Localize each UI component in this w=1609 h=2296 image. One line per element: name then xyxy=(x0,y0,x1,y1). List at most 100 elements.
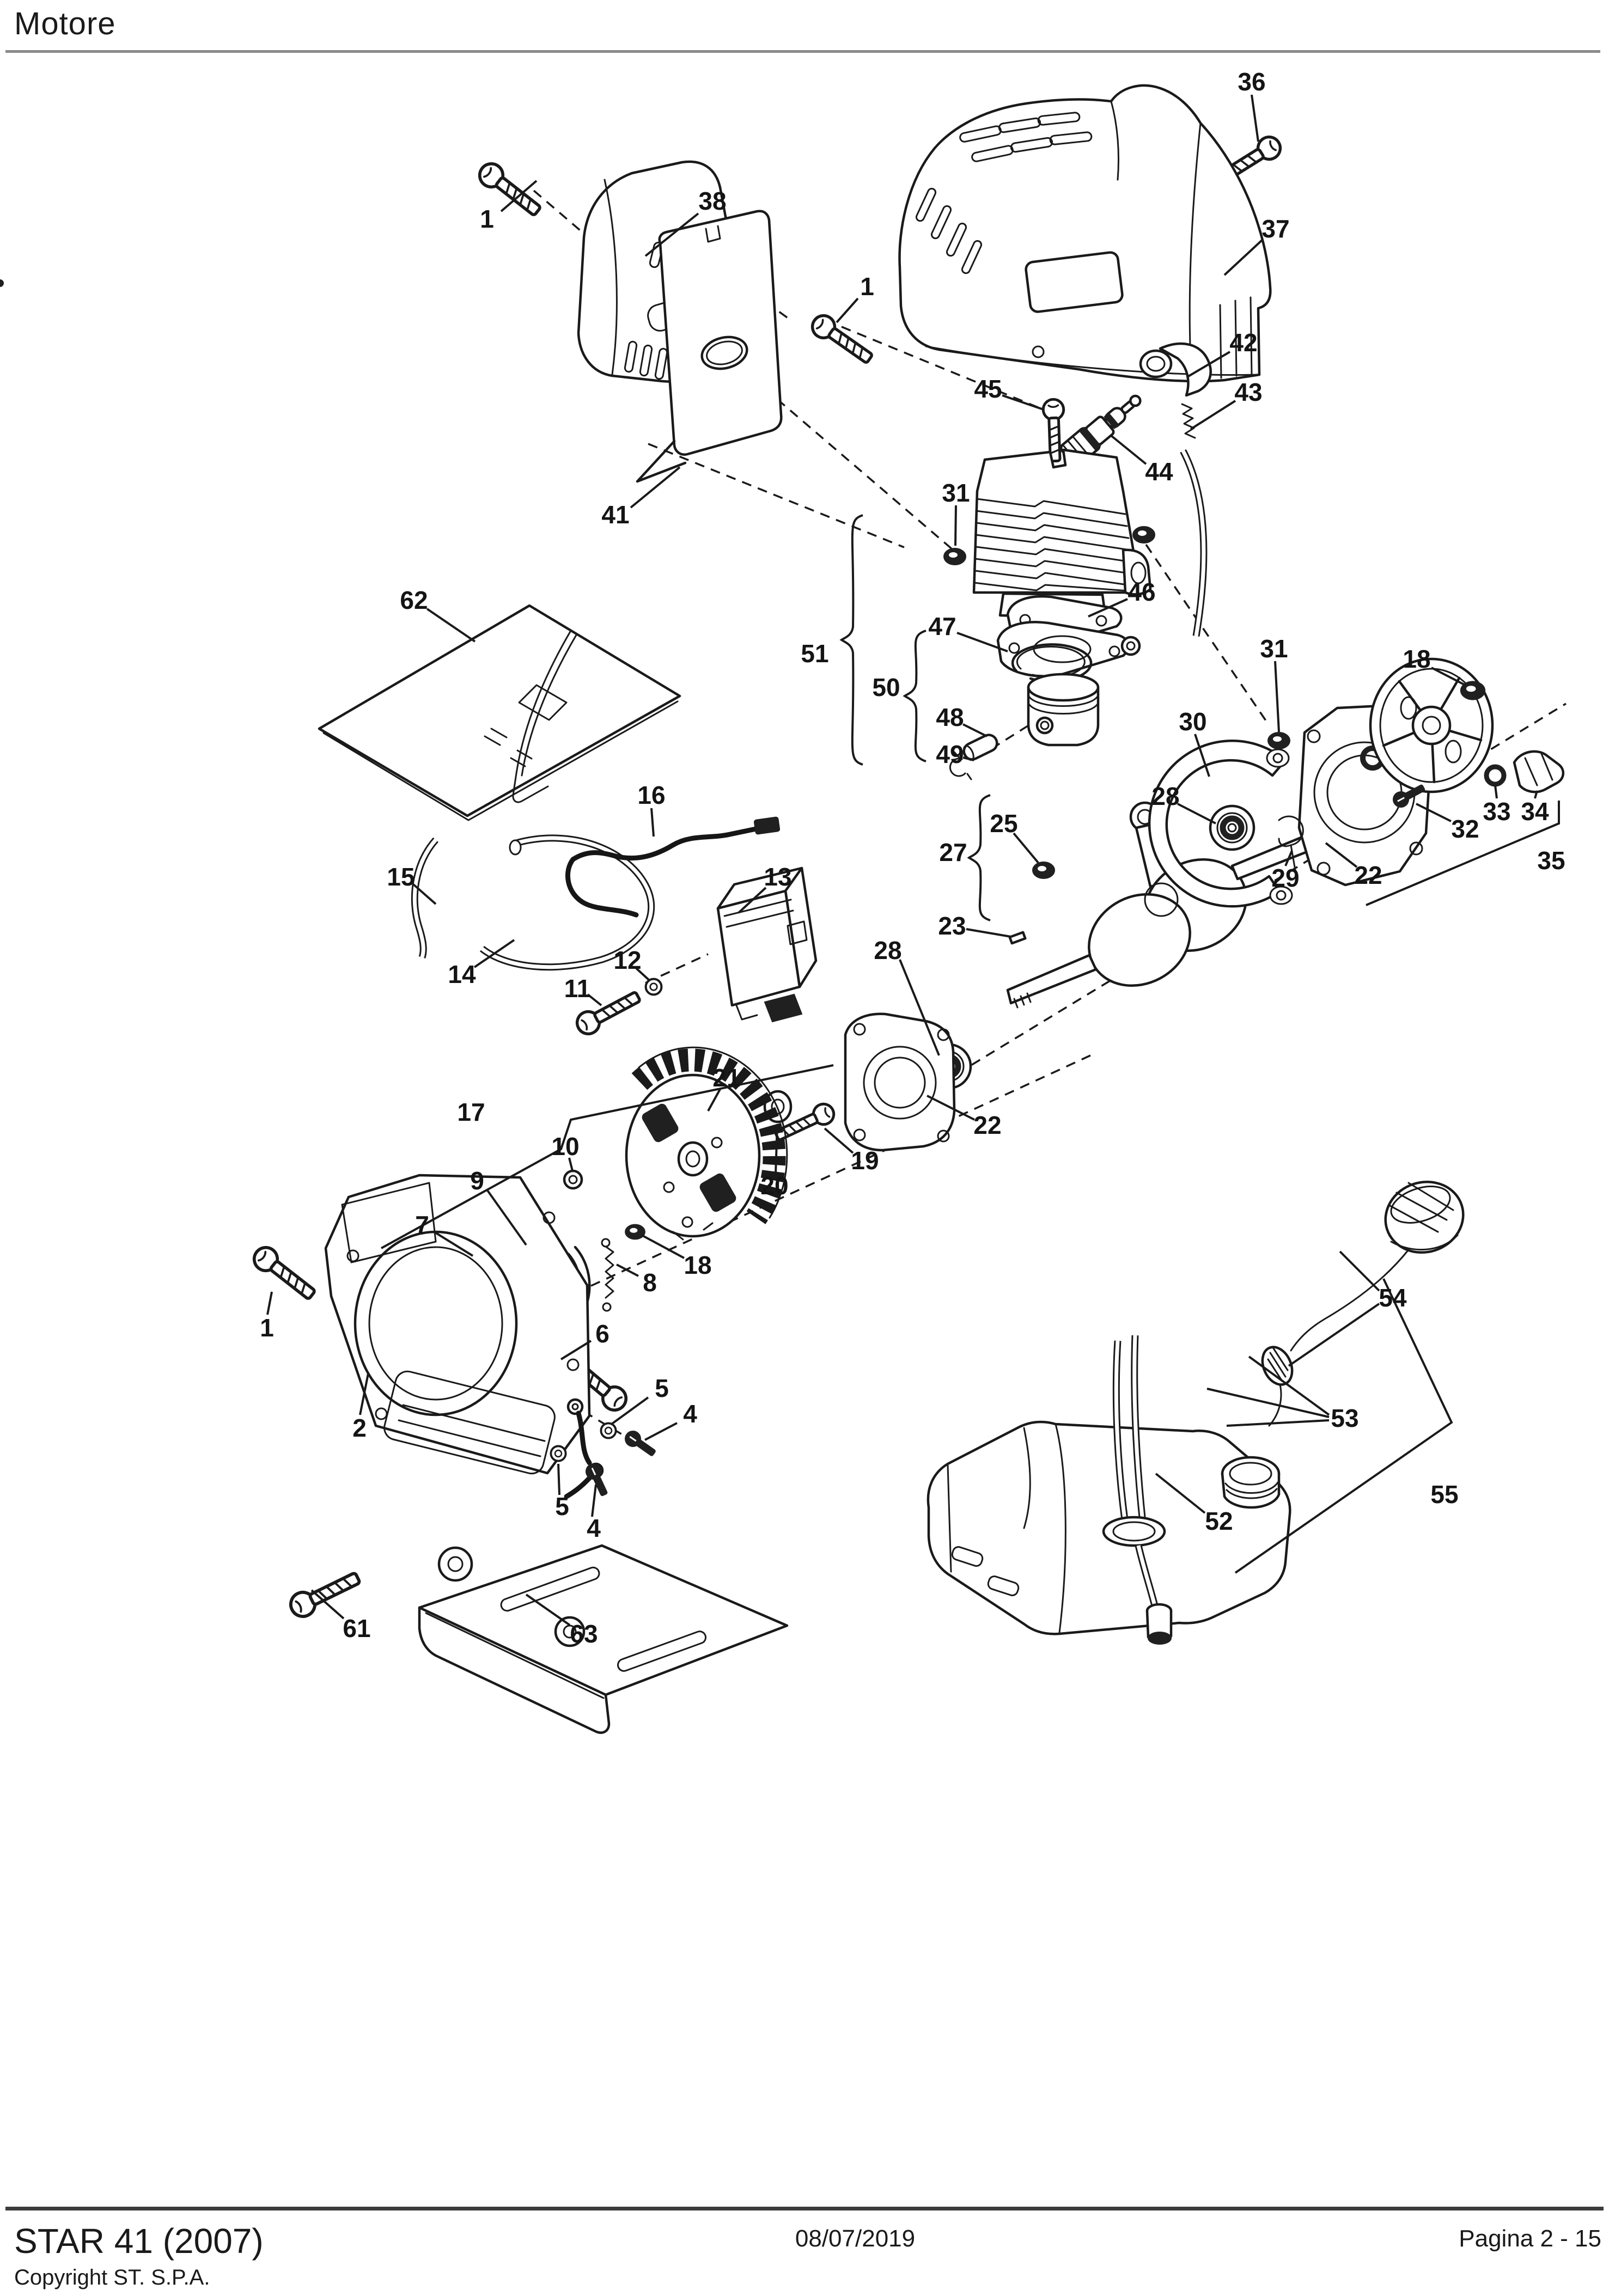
leader-line-28 xyxy=(899,959,940,1056)
leader-line-23 xyxy=(966,928,1011,938)
part-1-screw-bottom xyxy=(249,1243,319,1304)
part-label-5: 5 xyxy=(555,1492,569,1521)
callout-annotations: 1384113637424345443146475150484930282527… xyxy=(260,68,1565,1648)
part-label-35: 35 xyxy=(1537,846,1565,875)
footer-date: 08/07/2019 xyxy=(795,2225,916,2252)
part-cylinder-51 xyxy=(972,448,1152,620)
part-41-heat-shield xyxy=(636,210,783,483)
part-61-screw xyxy=(287,1567,363,1620)
callout-brace-51 xyxy=(839,514,863,766)
leader-line-25 xyxy=(1013,832,1039,864)
leader-line-53 xyxy=(1206,1388,1330,1418)
part-label-13: 13 xyxy=(764,863,791,891)
leader-line-11 xyxy=(587,993,602,1006)
part-5-washer-a xyxy=(600,1422,617,1439)
leader-line-36 xyxy=(1251,94,1259,142)
leader-line-31 xyxy=(954,505,957,546)
leader-line-33 xyxy=(1494,785,1498,799)
leader-line-6 xyxy=(560,1340,592,1360)
leader-line-13 xyxy=(738,887,767,914)
leader-line-2 xyxy=(359,1373,369,1415)
part-label-6: 6 xyxy=(595,1320,610,1348)
part-label-4: 4 xyxy=(587,1514,601,1542)
part-28-bearing-right xyxy=(1210,806,1254,850)
leader-line-28 xyxy=(1177,803,1216,825)
part-37-engine-cover xyxy=(898,84,1272,383)
part-label-47: 47 xyxy=(928,612,956,640)
part-label-16: 16 xyxy=(637,781,665,809)
part-label-32: 32 xyxy=(1451,815,1479,843)
part-label-55: 55 xyxy=(1430,1480,1458,1509)
leader-line-54 xyxy=(1339,1250,1380,1292)
part-label-18: 18 xyxy=(1403,645,1430,673)
leader-line-4 xyxy=(591,1484,597,1517)
part-label-12: 12 xyxy=(613,946,641,974)
part-label-38: 38 xyxy=(698,187,726,215)
part-label-28: 28 xyxy=(1151,782,1179,810)
part-label-54: 54 xyxy=(1379,1284,1407,1312)
part-21-flywheel xyxy=(625,1046,788,1241)
part-label-46: 46 xyxy=(1127,578,1155,606)
leader-line-20 xyxy=(775,1123,778,1175)
leader-line-4 xyxy=(644,1422,678,1441)
part-label-22: 22 xyxy=(1354,861,1382,889)
leader-line-32 xyxy=(1416,803,1452,822)
leader-line-5 xyxy=(611,1396,649,1425)
part-27-crankshaft xyxy=(1006,801,1332,1009)
part-8-spring xyxy=(601,1238,614,1312)
part-18-nut-left xyxy=(625,1224,645,1240)
part-1-screw-cover xyxy=(808,312,876,368)
leader-line-62 xyxy=(426,608,476,643)
part-label-2: 2 xyxy=(352,1414,367,1442)
leader-line-44 xyxy=(1110,435,1147,465)
part-label-51: 51 xyxy=(801,639,828,668)
part-18-clutch-drum xyxy=(1369,657,1494,793)
leader-line-47 xyxy=(956,632,1008,652)
part-label-23: 23 xyxy=(938,912,966,940)
part-46-gasket xyxy=(996,595,1141,677)
leader-line-41 xyxy=(630,466,681,509)
leader-line-22 xyxy=(927,1095,975,1121)
footer-model: STAR 41 (2007) xyxy=(14,2221,264,2261)
part-31-nut-right xyxy=(1267,732,1290,749)
part-label-18: 18 xyxy=(684,1251,711,1279)
leader-line-19 xyxy=(824,1127,854,1154)
part-label-21: 21 xyxy=(712,1064,740,1092)
leader-line-7 xyxy=(433,1231,474,1257)
part-13-ignition-coil xyxy=(716,866,818,1023)
leader-line-9 xyxy=(486,1189,527,1246)
callout-bracket-17 xyxy=(381,1064,834,1249)
leader-line-1 xyxy=(500,180,538,212)
part-label-15: 15 xyxy=(387,863,415,891)
part-25-nut xyxy=(1032,862,1055,879)
callout-bracket-55 xyxy=(1234,1278,1453,1574)
part-label-45: 45 xyxy=(974,375,1002,403)
part-label-1: 1 xyxy=(860,272,874,301)
part-label-27: 27 xyxy=(939,838,967,866)
part-34-bracket xyxy=(1513,750,1564,793)
leader-line-43 xyxy=(1190,400,1236,430)
part-label-7: 7 xyxy=(415,1211,429,1239)
part-label-48: 48 xyxy=(936,703,964,731)
part-label-61: 61 xyxy=(343,1614,370,1642)
leader-line-53 xyxy=(1226,1419,1330,1427)
callout-bracket-35 xyxy=(1366,801,1560,906)
footer-rule xyxy=(5,2207,1604,2210)
part-label-42: 42 xyxy=(1229,328,1257,357)
part-15-hose xyxy=(411,837,438,958)
part-label-34: 34 xyxy=(1521,797,1549,826)
part-29-clip xyxy=(1278,815,1304,871)
part-42-elbow-fitting xyxy=(1139,342,1212,397)
part-label-19: 19 xyxy=(851,1146,879,1175)
leader-line-15 xyxy=(412,883,437,905)
header-rule xyxy=(5,50,1600,53)
part-label-17: 17 xyxy=(457,1098,485,1126)
part-label-1: 1 xyxy=(260,1314,274,1342)
part-label-43: 43 xyxy=(1234,378,1262,406)
part-label-10: 10 xyxy=(551,1132,579,1161)
leader-line-18 xyxy=(1431,667,1466,686)
part-label-5: 5 xyxy=(655,1374,669,1402)
leader-line-63 xyxy=(525,1593,571,1626)
footer-copyright: Copyright ST. S.P.A. xyxy=(14,2266,210,2289)
part-31-nut-cylinder-right xyxy=(1132,526,1155,544)
